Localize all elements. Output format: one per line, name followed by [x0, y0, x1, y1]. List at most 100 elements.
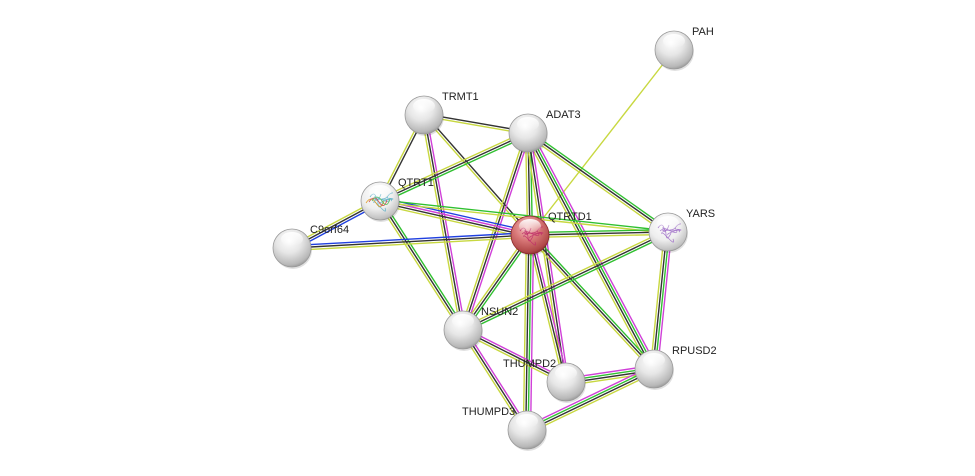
node-trmt1[interactable]: TRMT1 [404, 91, 479, 136]
edge-evidence-coexpression [525, 234, 530, 430]
edge-evidence-textmining [292, 236, 531, 252]
edge-layer [290, 49, 675, 434]
node-pah[interactable]: PAH [654, 26, 714, 71]
edge-evidence-coexpression [529, 234, 655, 370]
edge-evidence-textmining [528, 371, 656, 434]
edge-evidence-neighborhood [380, 134, 530, 204]
edge-QTRT1-NSUN2[interactable] [377, 199, 466, 332]
node-highlight [281, 232, 303, 246]
node-adat3[interactable]: ADAT3 [508, 109, 581, 154]
edge-YARS-NSUN2[interactable] [461, 229, 670, 333]
edge-evidence-coexpression [291, 234, 531, 249]
edge-evidence-coexpression [527, 369, 655, 432]
edge-evidence-coexpression [527, 132, 669, 233]
node-thumpd2[interactable]: THUMPD2 [503, 358, 586, 403]
node-nsun2[interactable]: NSUN2 [443, 306, 518, 351]
edge-evidence-neighborhood [527, 235, 532, 431]
edge-evidence-textmining [524, 133, 565, 383]
edge-evidence-textmining [460, 233, 529, 330]
edge-ADAT3-RPUSD2[interactable] [524, 130, 658, 372]
edge-evidence-coexpression [462, 231, 669, 331]
node-highlight [643, 353, 665, 367]
edge-NSUN2-THUMPD3[interactable] [460, 328, 530, 432]
edge-evidence-textmining [460, 330, 526, 432]
edge-ADAT3-YARS[interactable] [526, 130, 670, 235]
edge-evidence-textmining [420, 115, 462, 331]
edge-TRMT1-NSUN2[interactable] [420, 114, 467, 331]
edge-QTRTD1-RPUSD2[interactable] [527, 232, 657, 372]
edge-evidence-textmining [522, 234, 528, 430]
edge-evidence-coexpression [379, 201, 530, 237]
node-highlight [519, 219, 541, 233]
node-highlight [369, 185, 391, 199]
node-label: QTRTD1 [548, 211, 592, 223]
edge-evidence-coexpression [529, 234, 567, 383]
edge-evidence-coexpression [526, 133, 654, 370]
edge-evidence-homology [529, 235, 535, 431]
node-label: ADAT3 [546, 109, 581, 121]
edge-QTRTD1-THUMPD3[interactable] [522, 234, 535, 431]
edge-evidence-coexpression [423, 114, 464, 331]
edge-evidence-textmining [526, 134, 668, 235]
node-label: QTRT1 [398, 177, 434, 189]
edge-QTRT1-QTRTD1[interactable] [379, 196, 531, 240]
edge-evidence-neighborhood [528, 130, 670, 231]
edge-evidence-neighborhood [464, 235, 533, 332]
node-yars[interactable]: YARS [648, 208, 715, 253]
edge-YARS-RPUSD2[interactable] [649, 231, 673, 370]
edge-C9orf64-QTRTD1[interactable] [291, 231, 531, 252]
node-label: YARS [686, 208, 715, 220]
node-label: C9orf64 [310, 224, 349, 236]
edge-evidence-textmining [379, 203, 530, 240]
edge-ADAT3-QTRT1[interactable] [378, 130, 530, 204]
edge-evidence-neighborhood [381, 199, 466, 330]
node-highlight [413, 99, 435, 113]
edge-evidence-coexpression [529, 231, 669, 236]
edge-evidence-experiments [291, 231, 530, 247]
edge-THUMPD3-RPUSD2[interactable] [525, 365, 656, 434]
edge-evidence-homology [531, 234, 570, 382]
edge-evidence-coexpression [652, 231, 668, 369]
node-highlight [663, 34, 685, 48]
edge-evidence-textmining [527, 236, 653, 372]
edge-evidence-textmining [529, 49, 675, 236]
node-label: TRMT1 [442, 91, 479, 103]
node-label: THUMPD3 [462, 406, 515, 418]
edge-evidence-homology [464, 133, 531, 331]
node-thumpd3[interactable]: THUMPD3 [462, 406, 547, 451]
node-label: NSUN2 [481, 306, 518, 318]
node-qtrt1[interactable]: QTRT1 [360, 177, 434, 222]
node-label: PAH [692, 26, 714, 38]
edge-evidence-textmining [377, 201, 462, 332]
edge-evidence-coexpression [379, 200, 464, 331]
edge-evidence-homology [425, 114, 467, 330]
edge-evidence-homology [530, 130, 658, 368]
edge-evidence-homology [529, 132, 570, 382]
node-highlight [555, 366, 577, 380]
node-rpusd2[interactable]: RPUSD2 [634, 345, 717, 390]
edge-evidence-homology [656, 232, 673, 370]
edge-evidence-neighborhood [654, 232, 670, 370]
edge-evidence-coexpression [462, 329, 528, 431]
edge-evidence-textmining [378, 130, 528, 200]
edge-evidence-textmining [461, 229, 668, 329]
edge-evidence-neighborhood [380, 199, 669, 232]
node-highlight [657, 216, 679, 230]
protein-structure-icon [657, 223, 682, 243]
edge-QTRTD1-YARS[interactable] [529, 228, 669, 239]
edge-evidence-neighborhood [529, 228, 668, 234]
edge-evidence-textmining [524, 134, 652, 372]
node-c9orf64[interactable]: C9orf64 [272, 224, 349, 269]
edge-evidence-homology [464, 328, 530, 430]
node-qtrtd1[interactable]: QTRTD1 [510, 211, 592, 256]
edge-evidence-neighborhood [528, 132, 656, 369]
node-highlight [516, 414, 538, 428]
edge-evidence-homology [525, 365, 653, 428]
edge-QTRTD1-PAH[interactable] [529, 49, 675, 236]
edge-evidence-neighborhood [463, 233, 670, 333]
edge-evidence-textmining [530, 233, 669, 239]
edge-evidence-neighborhood [531, 232, 657, 368]
node-label: THUMPD2 [503, 358, 556, 370]
